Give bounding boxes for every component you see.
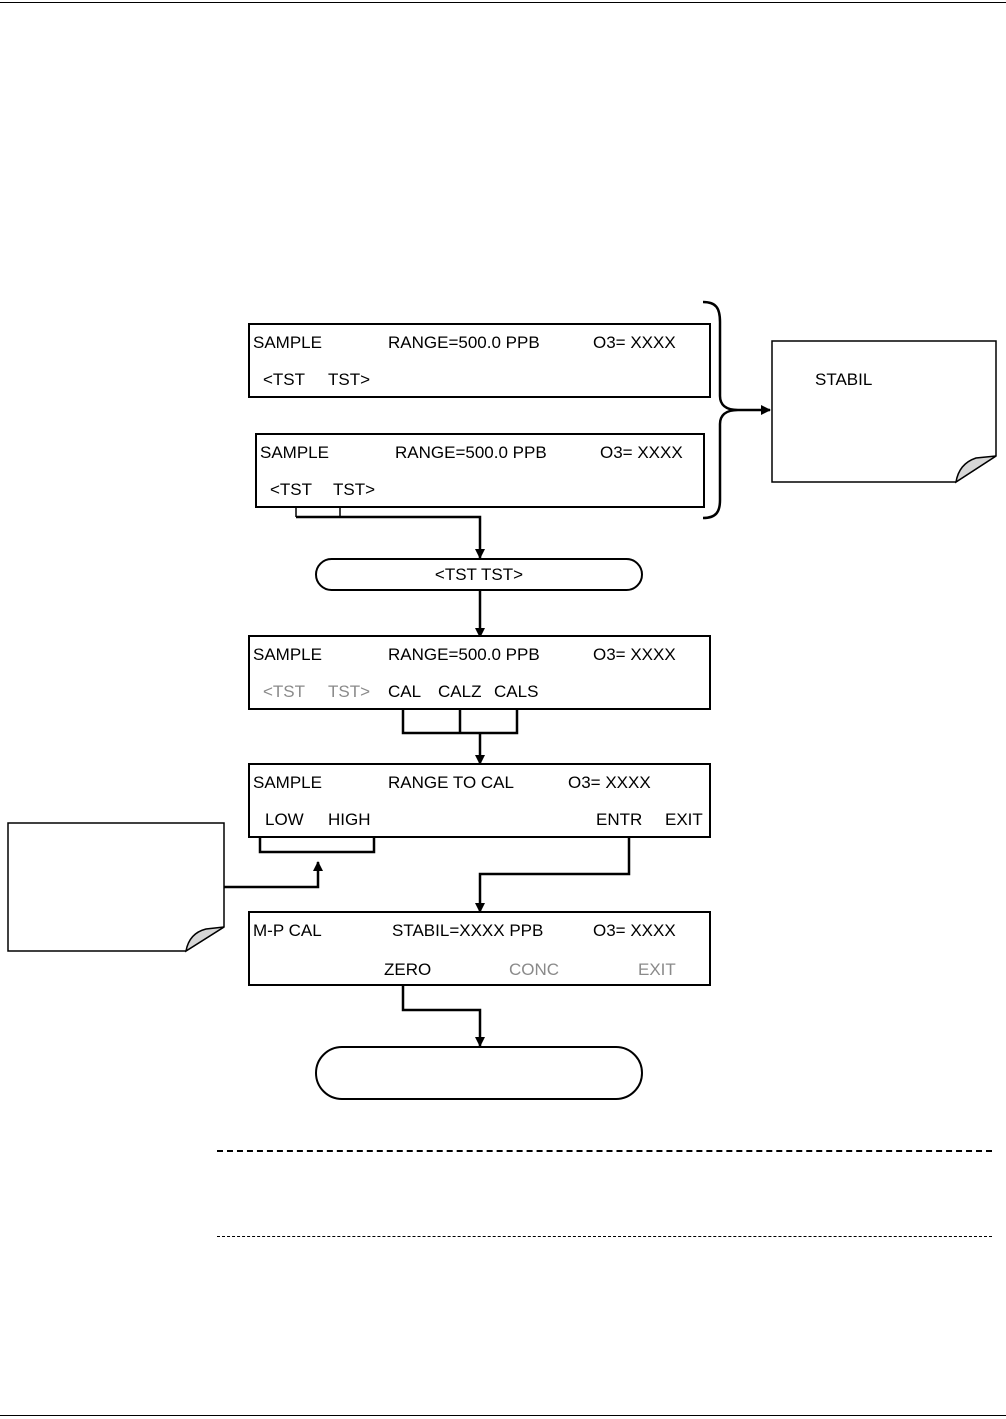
range-label: RANGE=500.0 PPB bbox=[395, 443, 547, 462]
range-label: RANGE=500.0 PPB bbox=[388, 333, 540, 352]
calz-key[interactable]: CALZ bbox=[438, 682, 482, 701]
mode-label: SAMPLE bbox=[253, 333, 322, 352]
zero-key[interactable]: ZERO bbox=[384, 960, 432, 979]
conc-label: O3= XXXX bbox=[593, 645, 676, 664]
left-note-arrow bbox=[224, 861, 323, 889]
conc-key: CONC bbox=[509, 960, 560, 979]
dashed-rule-top bbox=[217, 1150, 992, 1152]
cals-key[interactable]: CALS bbox=[494, 682, 539, 701]
dashed-rule-bottom bbox=[217, 1236, 992, 1237]
tst-pill: <TST TST> bbox=[315, 558, 643, 591]
note-right-fold bbox=[954, 455, 997, 484]
header-rule bbox=[0, 2, 1006, 3]
screen-sample-1: SAMPLE RANGE=500.0 PPB O3= XXXX <TST TST… bbox=[248, 323, 711, 398]
note-right-shape bbox=[771, 340, 997, 483]
next-test-key[interactable]: TST> bbox=[328, 370, 371, 389]
conc-label: O3= XXXX bbox=[568, 773, 651, 792]
next-test-key: TST> bbox=[328, 682, 371, 701]
note-left-fold bbox=[184, 926, 225, 953]
conc-label: O3= XXXX bbox=[593, 921, 676, 940]
prev-test-key[interactable]: <TST bbox=[270, 480, 313, 499]
next-test-key[interactable]: TST> bbox=[333, 480, 376, 499]
note-left-shape bbox=[7, 822, 225, 952]
high-key[interactable]: HIGH bbox=[328, 810, 371, 829]
screen-sample-2: SAMPLE RANGE=500.0 PPB O3= XXXX <TST TST… bbox=[255, 433, 705, 508]
screen-range-to-cal: SAMPLE RANGE TO CAL O3= XXXX LOW HIGH EN… bbox=[248, 763, 711, 838]
result-pill bbox=[315, 1046, 643, 1100]
entr-key[interactable]: ENTR bbox=[596, 810, 643, 829]
range-label: RANGE=500.0 PPB bbox=[388, 645, 540, 664]
range-to-cal-label: RANGE TO CAL bbox=[388, 773, 514, 792]
tst-connector bbox=[296, 515, 485, 559]
prev-test-key: <TST bbox=[263, 682, 306, 701]
mode-label: SAMPLE bbox=[253, 645, 322, 664]
mode-label: M-P CAL bbox=[253, 921, 322, 940]
cal-key[interactable]: CAL bbox=[388, 682, 422, 701]
exit-key[interactable]: EXIT bbox=[665, 810, 703, 829]
exit-key: EXIT bbox=[638, 960, 676, 979]
stabil-label: STABIL=XXXX PPB bbox=[392, 921, 544, 940]
zero-connector bbox=[401, 980, 485, 1047]
mode-label: SAMPLE bbox=[260, 443, 329, 462]
conc-label: O3= XXXX bbox=[600, 443, 683, 462]
screen-sample-3: SAMPLE RANGE=500.0 PPB O3= XXXX <TST TST… bbox=[248, 635, 711, 710]
entr-connector bbox=[475, 833, 631, 913]
mode-label: SAMPLE bbox=[253, 773, 322, 792]
tst-pill-label: <TST TST> bbox=[434, 564, 524, 584]
conc-label: O3= XXXX bbox=[593, 333, 676, 352]
note-right-text: STABIL bbox=[815, 370, 873, 389]
screen-mp-cal: M-P CAL STABIL=XXXX PPB O3= XXXX ZERO CO… bbox=[248, 911, 711, 986]
low-key[interactable]: LOW bbox=[265, 810, 304, 829]
footer-rule bbox=[0, 1415, 1006, 1416]
prev-test-key[interactable]: <TST bbox=[263, 370, 306, 389]
